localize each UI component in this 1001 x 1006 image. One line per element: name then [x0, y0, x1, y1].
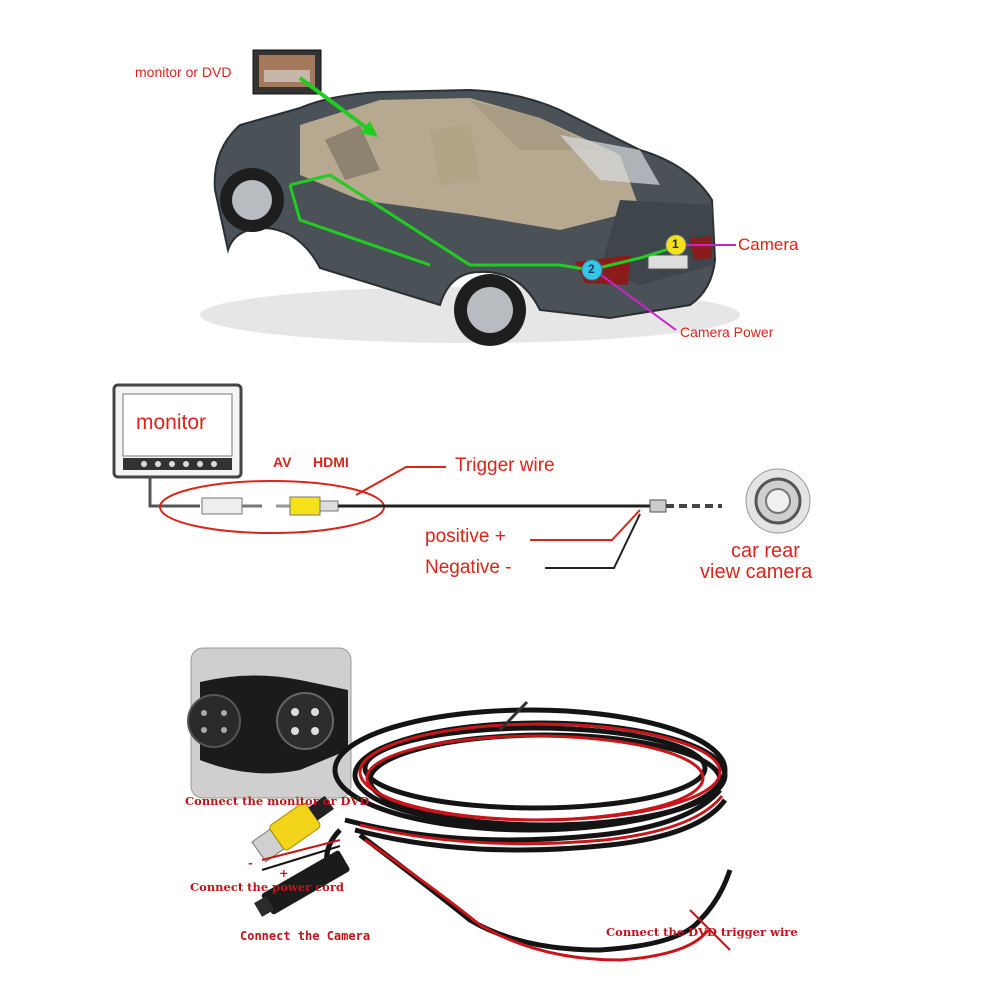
- connect-monitor-label: Connect the monitor or DVD: [185, 794, 370, 808]
- marker-1: 1: [672, 237, 679, 251]
- car-illustration: [0, 0, 1001, 370]
- marker-2: 2: [588, 262, 595, 276]
- minus-sign: -: [248, 856, 253, 870]
- view-camera-label: view camera: [700, 561, 813, 583]
- connect-power-label: Connect the power cord: [190, 880, 344, 894]
- wiring-schematic: [0, 370, 1001, 620]
- monitor-text: monitor: [136, 411, 207, 434]
- negative-label: Negative -: [425, 557, 512, 578]
- positive-label: positive +: [425, 526, 506, 547]
- cable-photo: [0, 620, 1001, 1001]
- connect-camera-label: Connect the Camera: [240, 929, 371, 943]
- trigger-wire-label: Trigger wire: [455, 455, 555, 476]
- car-rear-label: car rear: [731, 540, 800, 562]
- connect-trigger-label: Connect the DVD trigger wire: [606, 925, 798, 939]
- camera-label: Camera: [738, 235, 799, 254]
- camera-power-label: Camera Power: [680, 324, 774, 340]
- monitor-or-dvd-label: monitor or DVD: [135, 64, 232, 80]
- plus-sign: +: [279, 866, 289, 880]
- av-label: AV: [273, 454, 292, 470]
- hdmi-label: HDMI: [313, 454, 349, 470]
